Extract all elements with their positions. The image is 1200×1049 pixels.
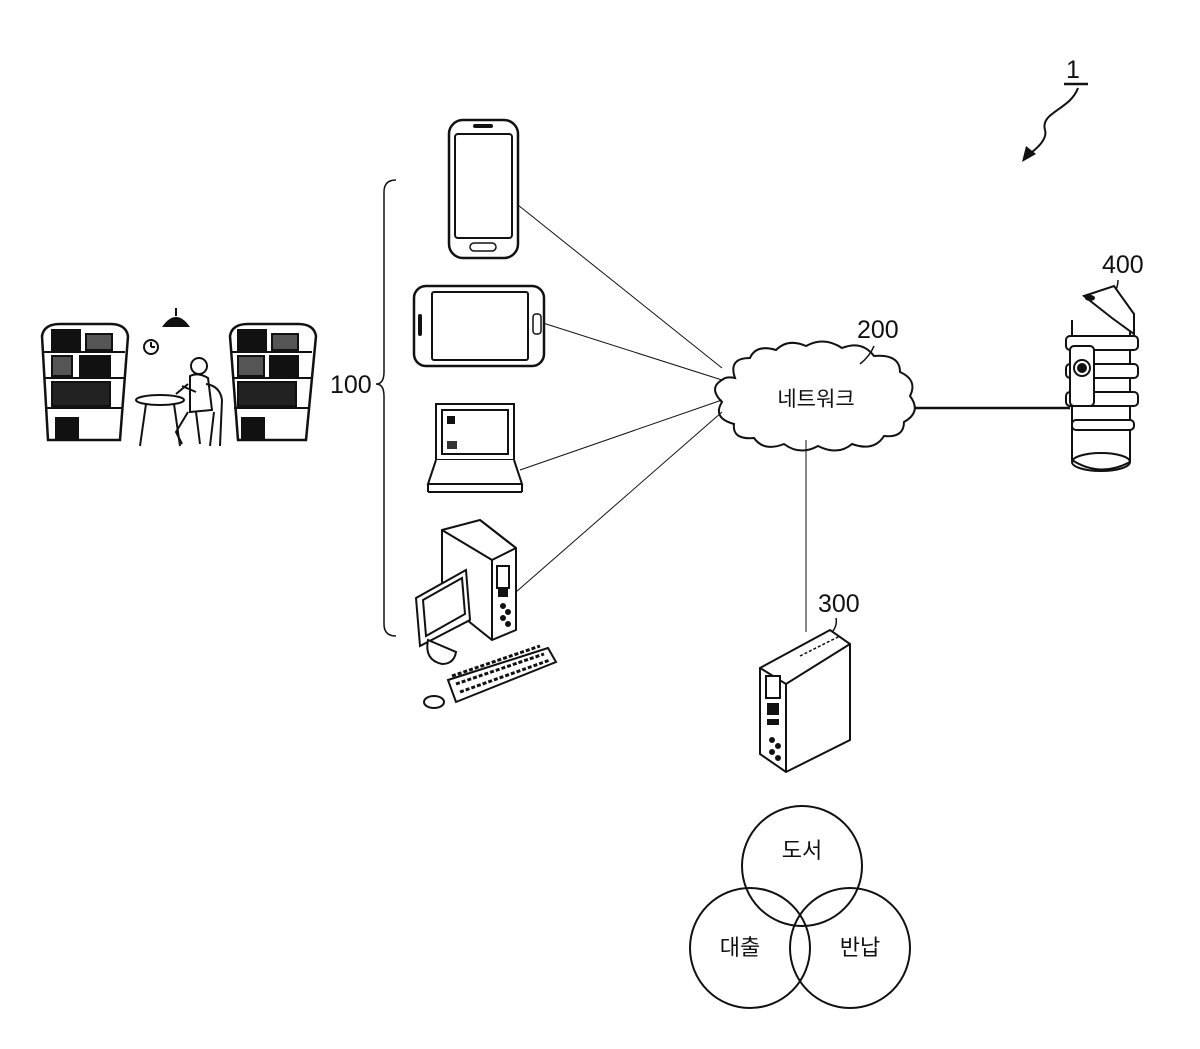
smartphone-icon (449, 120, 518, 258)
server-ref-label: 300 (818, 590, 860, 618)
laptop-icon (428, 404, 522, 492)
venn-label-left: 대출 (720, 936, 760, 961)
system-ref-label: 1 (1066, 56, 1080, 84)
venn-label-top: 도서 (782, 839, 822, 864)
system-reference: 1 (1022, 56, 1088, 162)
server-tower-icon (760, 630, 850, 772)
tablet-icon (414, 286, 544, 366)
device-network-links (516, 205, 806, 632)
server-reference: 300 (818, 590, 860, 636)
library-scene-icon (42, 308, 316, 446)
venn-label-right: 반납 (840, 936, 880, 961)
kiosk-ref-label: 400 (1102, 251, 1144, 279)
venn-circle-top (742, 806, 862, 926)
kiosk-robot-icon (1066, 286, 1138, 471)
device-group-bracket: 100 (330, 180, 396, 636)
venn-diagram: 도서 대출 반납 (690, 806, 910, 1008)
desktop-pc-icon (416, 520, 556, 708)
network-ref-label: 200 (857, 316, 899, 344)
system-ref-arrow (1028, 88, 1078, 155)
device-group-label: 100 (330, 371, 372, 399)
network-label: 네트워크 (777, 387, 854, 411)
cloud-icon: 네트워크 (715, 341, 915, 450)
